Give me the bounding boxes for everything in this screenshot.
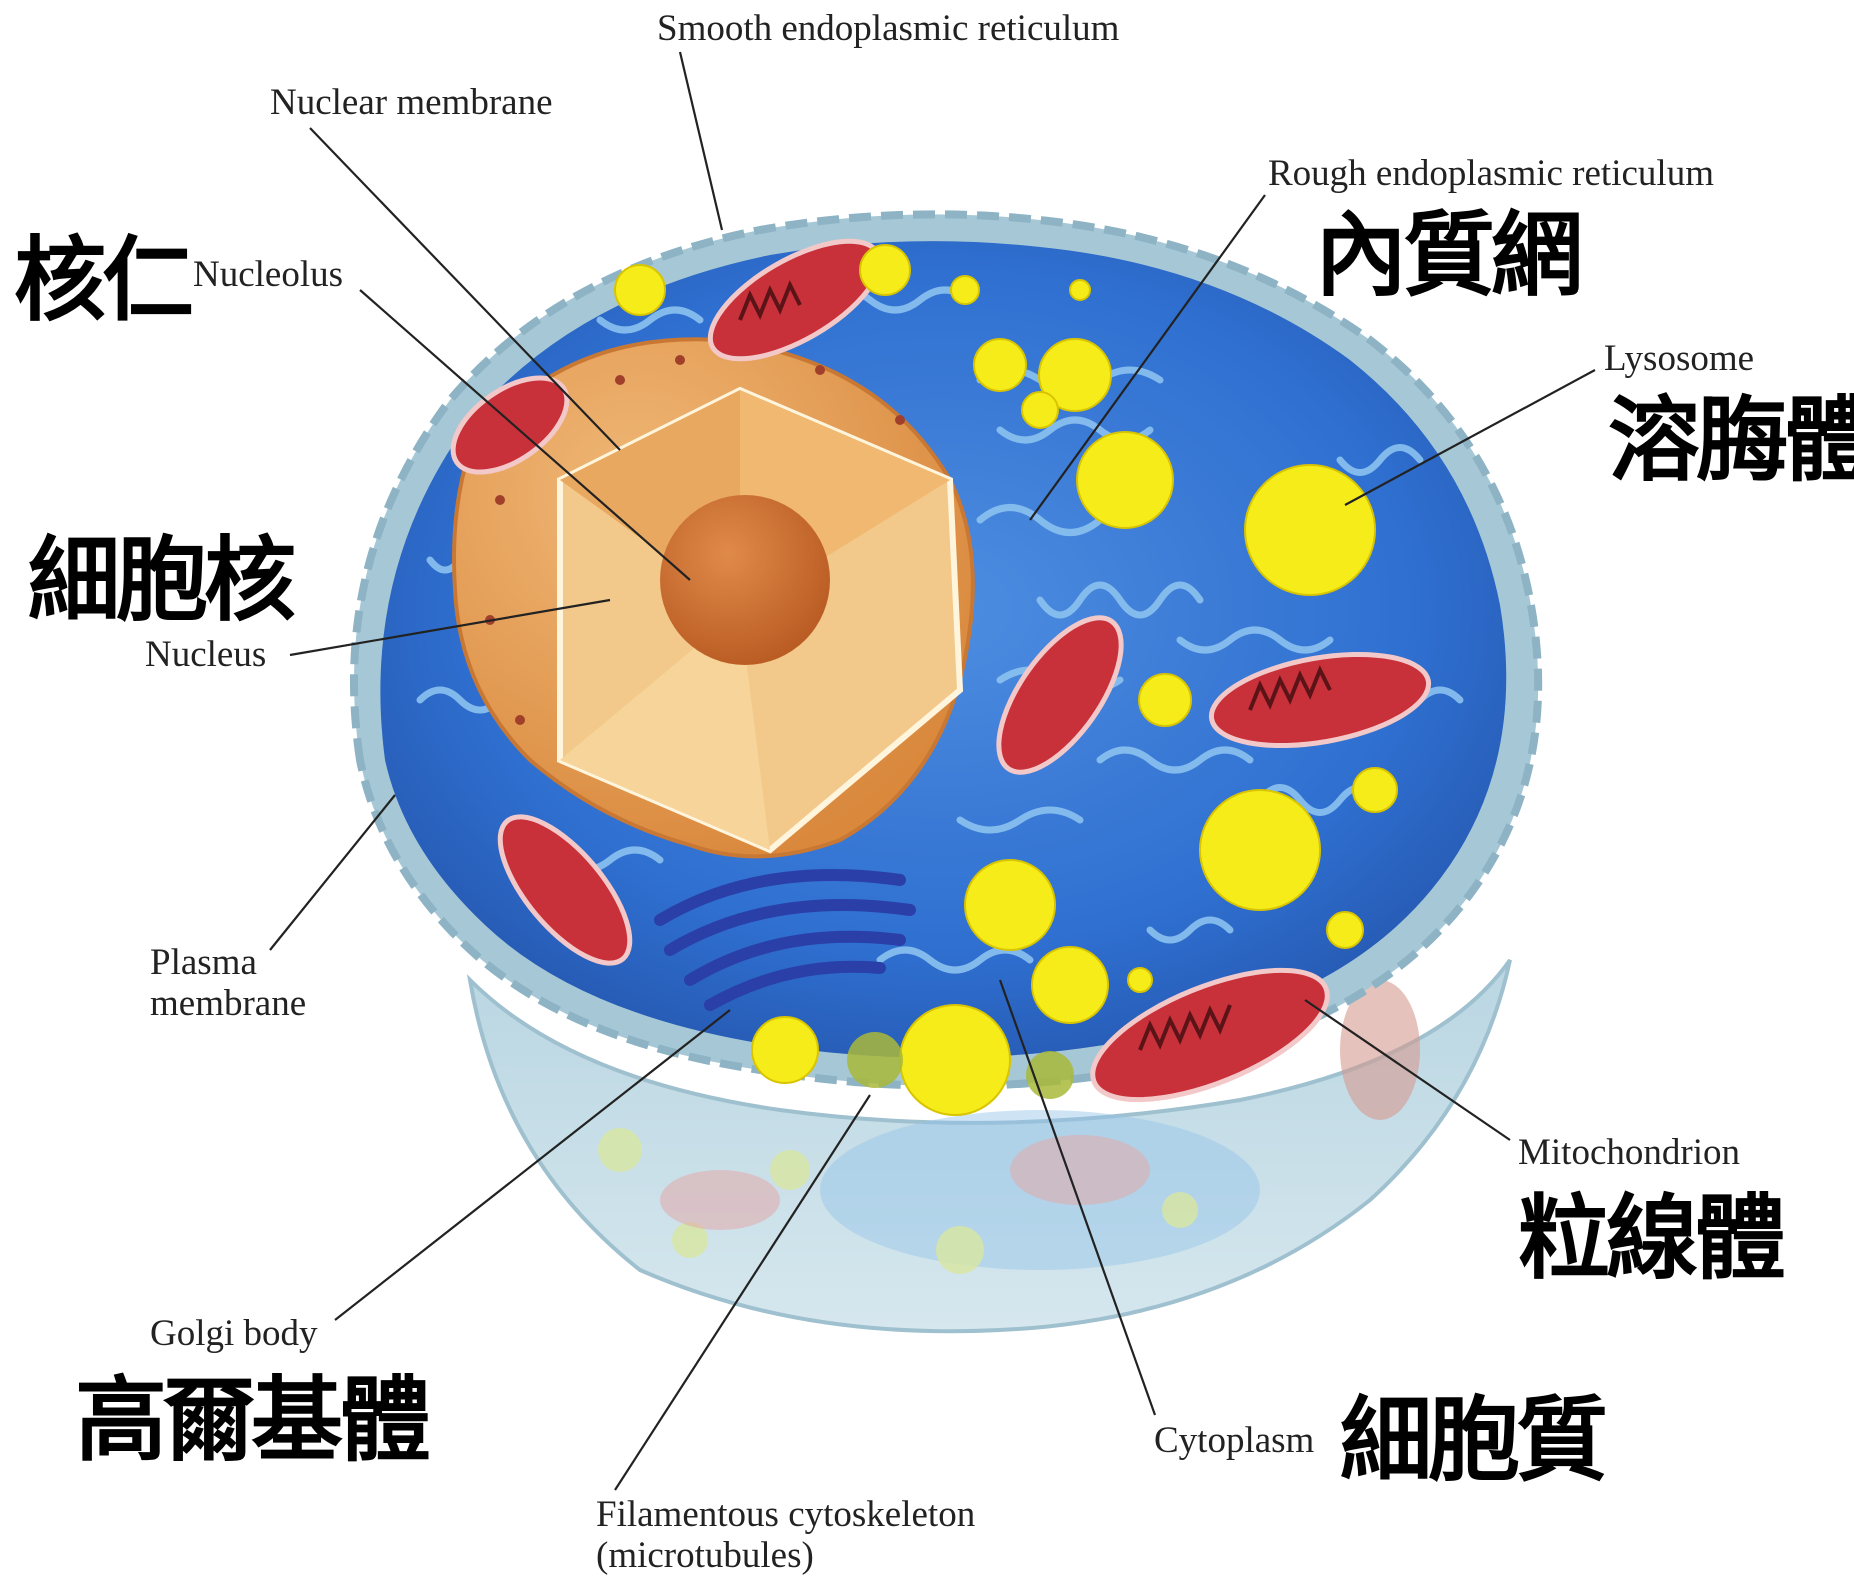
label-cytoplasm: Cytoplasm xyxy=(1154,1420,1314,1463)
leader-smooth-er xyxy=(680,52,722,230)
label-lysosome-zh: 溶脢體 xyxy=(1608,395,1854,487)
label-cytoskeleton-line2: (microtubules) xyxy=(596,1535,814,1578)
label-rough-er: Rough endoplasmic reticulum xyxy=(1268,153,1714,196)
label-er-zh: 內質網 xyxy=(1315,210,1579,302)
label-lysosome: Lysosome xyxy=(1604,338,1754,381)
label-plasma-membrane-line2: membrane xyxy=(150,983,306,1026)
label-golgi: Golgi body xyxy=(150,1313,318,1356)
label-nucleus-zh: 細胞核 xyxy=(28,535,292,627)
label-nucleolus: Nucleolus xyxy=(193,254,343,297)
label-nucleolus-zh: 核仁 xyxy=(14,235,190,327)
leader-plasma-membrane xyxy=(270,795,395,950)
label-plasma-membrane-line1: Plasma xyxy=(150,942,257,985)
label-cytoplasm-zh: 細胞質 xyxy=(1340,1395,1604,1487)
label-nucleus: Nucleus xyxy=(145,634,266,677)
nucleolus-shape xyxy=(660,495,830,665)
label-golgi-zh: 高爾基體 xyxy=(75,1375,427,1467)
label-mitochondrion-zh: 粒線體 xyxy=(1518,1193,1782,1285)
label-cytoskeleton-line1: Filamentous cytoskeleton xyxy=(596,1494,975,1537)
label-nuclear-membrane: Nuclear membrane xyxy=(270,82,553,125)
label-smooth-er: Smooth endoplasmic reticulum xyxy=(657,8,1119,51)
label-mitochondrion: Mitochondrion xyxy=(1518,1132,1740,1175)
